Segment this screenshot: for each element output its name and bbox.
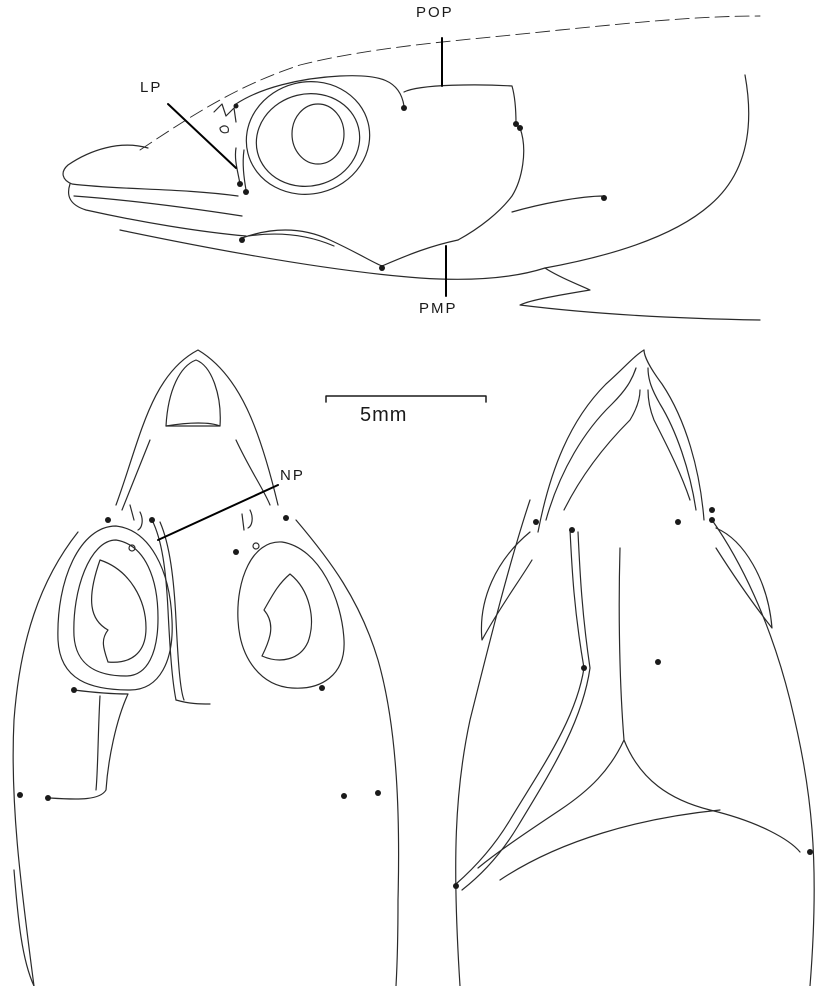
lower-jaw <box>69 184 246 236</box>
pore <box>379 265 385 271</box>
pore <box>709 507 715 513</box>
preopercular-canal <box>404 85 516 124</box>
pore <box>341 793 347 799</box>
midline <box>478 548 624 868</box>
eye-right <box>262 574 311 660</box>
eye <box>292 104 344 164</box>
nostril-right <box>253 543 259 549</box>
pore <box>149 517 155 523</box>
lower-jaw-left <box>538 350 644 532</box>
preopercular-vertical <box>458 128 524 240</box>
snout-inner-right <box>236 440 270 505</box>
snout-outline <box>116 350 278 505</box>
ventral-outline-left <box>456 500 530 986</box>
dentary-left <box>546 368 636 520</box>
label-pmp: PMP <box>419 300 458 317</box>
scale-bar-label: 5mm <box>360 404 407 427</box>
ventral-view <box>453 350 814 986</box>
midline-right <box>624 740 800 852</box>
head-side-left <box>13 532 78 986</box>
pore <box>453 883 459 889</box>
opercle-edge <box>545 75 749 268</box>
pore <box>17 792 23 798</box>
lachrymal-canal-2 <box>243 150 246 190</box>
lachrymal-canal <box>235 148 240 184</box>
scale-bar <box>326 396 486 402</box>
branchiostegal <box>500 810 720 880</box>
pore <box>234 104 239 109</box>
orbit-right-outer <box>238 542 344 688</box>
mandibular-canal-ventral-2 <box>462 532 590 890</box>
orbit-left-inner <box>74 540 158 676</box>
pore <box>375 790 381 796</box>
mandibular-canal <box>242 230 458 266</box>
upper-jaw <box>63 145 238 196</box>
label-pop: POP <box>416 4 454 21</box>
nostril <box>220 126 228 133</box>
interorbital-commissure <box>176 700 210 704</box>
pore <box>237 181 243 187</box>
pore <box>807 849 813 855</box>
label-lp: LP <box>140 79 162 96</box>
pore <box>239 237 245 243</box>
mandibular-canal-ventral <box>456 530 584 884</box>
pore <box>517 125 523 131</box>
pore <box>105 517 111 523</box>
premaxilla <box>166 360 220 426</box>
label-np: NP <box>280 467 305 484</box>
pore <box>401 105 407 111</box>
pore <box>71 687 77 693</box>
pectoral-fin-right <box>716 528 772 628</box>
preopercular-branch <box>512 196 604 212</box>
pore <box>675 519 681 525</box>
pore <box>533 519 539 525</box>
np-leader <box>158 485 278 540</box>
pore <box>601 195 607 201</box>
pore <box>655 659 661 665</box>
ventral-profile <box>120 230 545 279</box>
nostril-flap <box>214 104 236 122</box>
nasal-right <box>242 510 252 530</box>
pore <box>709 517 715 523</box>
head-side-right <box>296 520 399 986</box>
postorbital-canal <box>50 690 128 799</box>
pectoral-fin <box>520 268 760 320</box>
pore <box>581 665 587 671</box>
lower-jaw-right <box>644 350 704 520</box>
dentary-right <box>648 368 696 510</box>
pore <box>45 795 51 801</box>
ventral-outline-right <box>712 520 814 986</box>
supraorbital-canal-left <box>152 520 176 700</box>
body-left <box>14 870 34 986</box>
pore <box>243 189 249 195</box>
lateral-view <box>63 16 760 320</box>
pore <box>319 685 325 691</box>
symphysis-right <box>648 390 690 500</box>
dorsal-profile <box>140 16 760 150</box>
dorsal-view <box>13 350 398 986</box>
pore <box>569 527 575 533</box>
pore <box>233 549 239 555</box>
pectoral-fin-left <box>481 532 532 640</box>
pore <box>283 515 289 521</box>
nasal-left <box>130 505 142 530</box>
eye-left <box>92 560 146 662</box>
postorbital-canal-2 <box>96 696 100 790</box>
